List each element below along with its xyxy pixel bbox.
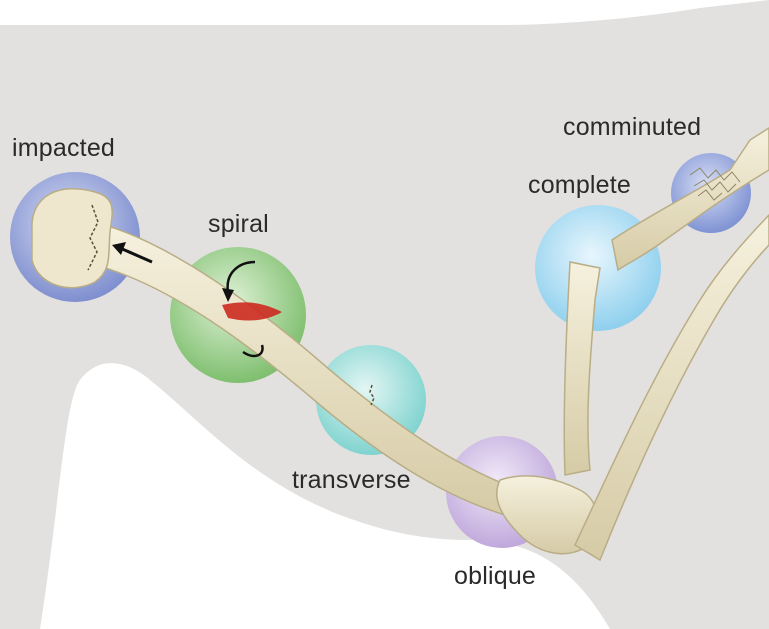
humeral-head [32,189,112,288]
label-complete: complete [528,171,631,199]
label-spiral: spiral [208,210,269,238]
label-oblique: oblique [454,562,536,590]
label-comminuted: comminuted [563,113,701,141]
label-transverse: transverse [292,466,411,494]
label-impacted: impacted [12,134,115,162]
